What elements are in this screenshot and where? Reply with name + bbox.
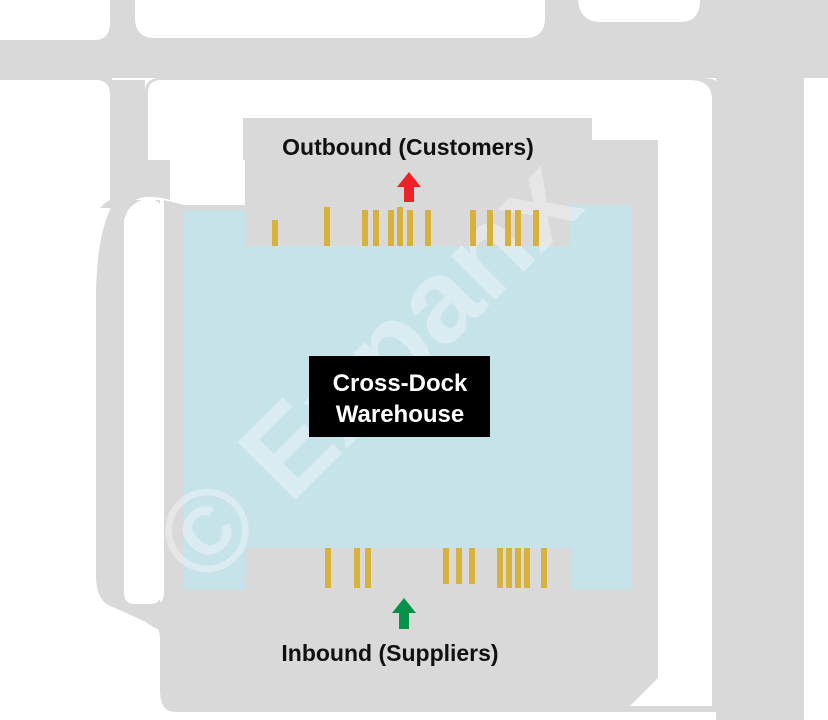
top-right-pocket bbox=[582, 0, 697, 20]
dock-door bbox=[373, 210, 379, 246]
upper-left-block bbox=[0, 80, 110, 215]
outbound-dock-doors bbox=[272, 207, 539, 246]
right-road bbox=[716, 0, 804, 720]
top-mid-pocket bbox=[138, 0, 542, 36]
outbound-label: Outbound (Customers) bbox=[282, 134, 534, 160]
warehouse-label-line2: Warehouse bbox=[336, 401, 464, 428]
dock-door bbox=[497, 548, 503, 588]
dock-door bbox=[487, 210, 493, 246]
lot-carveouts bbox=[0, 0, 716, 720]
dock-door bbox=[469, 548, 475, 584]
dock-door bbox=[425, 210, 431, 246]
bottom-left-corner bbox=[94, 600, 716, 720]
outbound-arrow-icon bbox=[397, 172, 421, 202]
apron-bottom-left bbox=[160, 630, 205, 678]
left-bottom-notch bbox=[0, 200, 94, 720]
dock-door bbox=[506, 548, 512, 588]
dock-door bbox=[470, 210, 476, 246]
dock-door bbox=[324, 207, 330, 246]
dock-door bbox=[272, 220, 278, 246]
inner-white-top bbox=[148, 80, 712, 706]
inbound-label: Inbound (Suppliers) bbox=[281, 640, 498, 666]
dock-door bbox=[354, 548, 360, 588]
inbound-dock-doors bbox=[325, 548, 547, 588]
upper-connector bbox=[0, 60, 828, 78]
dock-door bbox=[443, 548, 449, 584]
dock-door bbox=[365, 548, 371, 588]
dock-door bbox=[362, 210, 368, 246]
dock-door bbox=[325, 548, 331, 588]
dock-door bbox=[541, 548, 547, 588]
dock-door bbox=[524, 548, 530, 588]
top-road bbox=[0, 0, 828, 60]
dock-door bbox=[505, 210, 511, 246]
inbound-arrow-icon bbox=[392, 598, 416, 629]
dock-door bbox=[388, 210, 394, 246]
dock-door bbox=[515, 548, 521, 588]
dock-door bbox=[533, 210, 539, 246]
warehouse-label-box bbox=[309, 356, 490, 437]
dock-door bbox=[515, 210, 521, 246]
dock-door bbox=[407, 210, 413, 246]
warehouse-label-line1: Cross-Dock bbox=[333, 370, 468, 397]
dock-door bbox=[456, 548, 462, 584]
left-drive bbox=[96, 80, 184, 640]
top-left-pocket bbox=[0, 0, 108, 38]
inner-white-left bbox=[124, 199, 162, 604]
dock-door bbox=[397, 207, 403, 246]
